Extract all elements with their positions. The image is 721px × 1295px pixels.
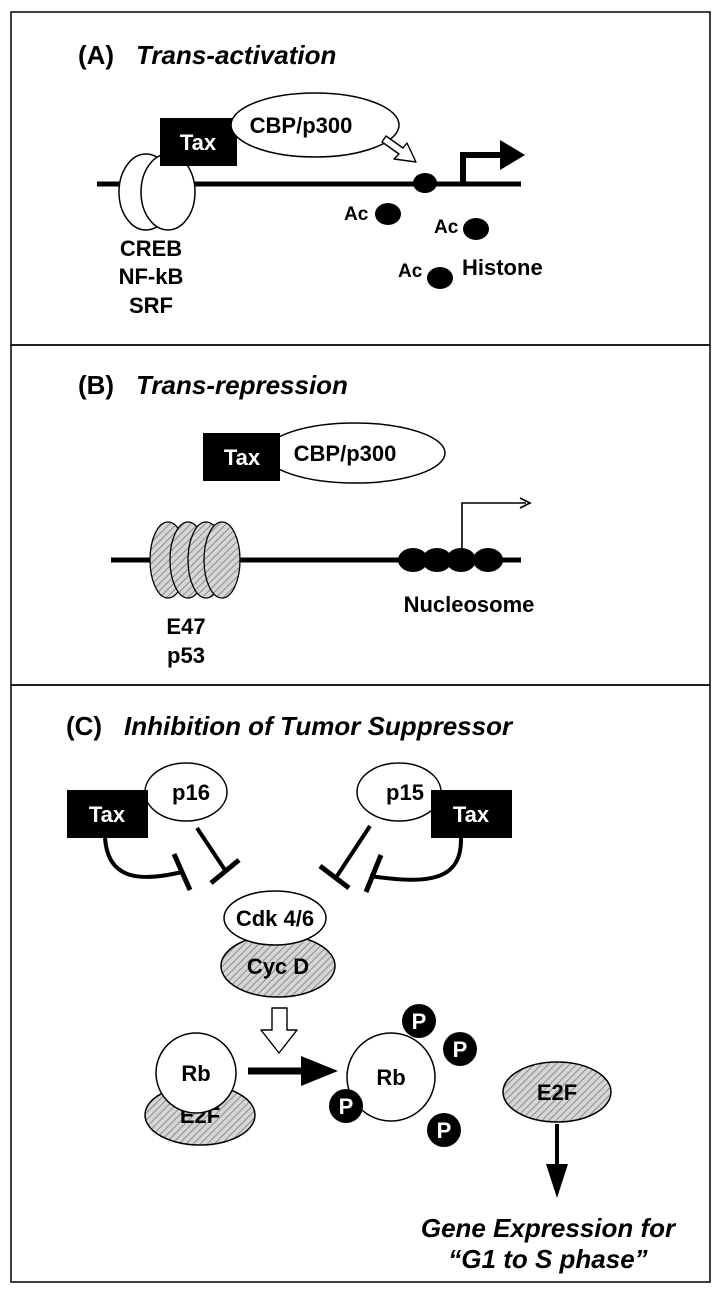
cbp-label: CBP/p300 [250,113,353,138]
acetylated-histone [375,203,401,225]
acetyl-label: Ac [398,261,423,282]
rb-circle [155,1032,237,1114]
e2f-free-label: E2F [537,1080,577,1105]
p16-inhibition-line [195,826,227,872]
acetylated-histone [427,267,453,289]
rb-phos-label: Rb [376,1065,405,1090]
acetyl-label: Ac [434,217,459,238]
factor-label: SRF [129,293,173,318]
tax-label: Tax [224,445,261,470]
tax-label: Tax [180,130,217,155]
kinase-activity-arrow [260,1007,298,1054]
nucleosome [422,548,452,572]
histone-on-dna [413,173,437,193]
tax-label: Tax [453,802,490,827]
gene-expression-line1: Gene Expression for [421,1213,677,1243]
panel-c-frame [10,684,711,1283]
panel-a-letter: (A) [78,40,114,70]
transcription-start-arrow [460,152,503,184]
panel-a-title: Trans-activation [136,40,336,70]
panel-a-frame [10,11,711,346]
tax-box-left [67,790,148,838]
tax-box [203,433,280,481]
tax-inhibition-bar-right [363,854,384,893]
factor-label: E47 [166,614,205,639]
cbp-label: CBP/p300 [294,441,397,466]
phosphorylation-arrowhead [301,1056,338,1086]
panel-b: (B) Trans-repression Tax CBP/p300 E47 p5… [78,370,534,668]
e2f-free-ellipse [502,1061,612,1123]
phosphate [329,1089,363,1123]
phosphate-label: P [339,1094,354,1119]
panel-a: (A) Trans-activation Tax CBP/p300 CREB N… [78,40,543,318]
repressed-factor [203,521,241,599]
cbp-p300-ellipse [230,92,400,158]
phosphate [402,1004,436,1038]
p15-inhibition-bar [318,864,351,890]
acetyl-label: Ac [344,204,369,225]
panel-c: (C) Inhibition of Tumor Suppressor p16 T… [66,711,677,1274]
transcription-arrowhead [500,140,525,170]
factor-label: p53 [167,643,205,668]
nucleosome [398,548,428,572]
rb-label: Rb [181,1061,210,1086]
tax-label: Tax [89,802,126,827]
phosphate [443,1032,477,1066]
weak-transcription-arrow [461,502,526,548]
rb-phosphorylated-circle [346,1032,436,1122]
tax-inhibition-bar-left [171,852,193,892]
gene-expression-arrowhead [546,1164,568,1198]
cdk-label: Cdk 4/6 [236,906,314,931]
acetylated-histone [463,218,489,240]
panel-c-letter: (C) [66,711,102,741]
panel-b-frame [10,344,711,686]
factor-label: CREB [120,236,182,261]
phosphate-label: P [412,1009,427,1034]
histone-label: Histone [462,255,543,280]
panel-b-letter: (B) [78,370,114,400]
tax-inhibition-curve-left [103,837,183,879]
tax-inhibition-curve-right [369,837,464,882]
cdk-ellipse [223,890,327,946]
nucleosome-label: Nucleosome [404,592,535,617]
gene-expression-line2: “G1 to S phase” [448,1244,647,1274]
cyc-d-label: Cyc D [247,954,309,979]
panel-b-title: Trans-repression [136,370,348,400]
acetylation-arrow [381,135,417,163]
phosphate-label: P [437,1118,452,1143]
p16-label: p16 [172,780,210,805]
tax-box [160,118,237,166]
p15-inhibition-line [335,824,372,878]
panel-c-title: Inhibition of Tumor Suppressor [124,711,514,741]
phosphate [427,1113,461,1147]
p15-label: p15 [386,780,424,805]
phosphate-label: P [453,1037,468,1062]
tax-box-right [431,790,512,838]
nucleosome [473,548,503,572]
p16-inhibition-bar [209,858,241,885]
factor-label: NF-kB [119,264,184,289]
nucleosome [446,548,476,572]
weak-transcription-arrowhead [519,497,532,509]
